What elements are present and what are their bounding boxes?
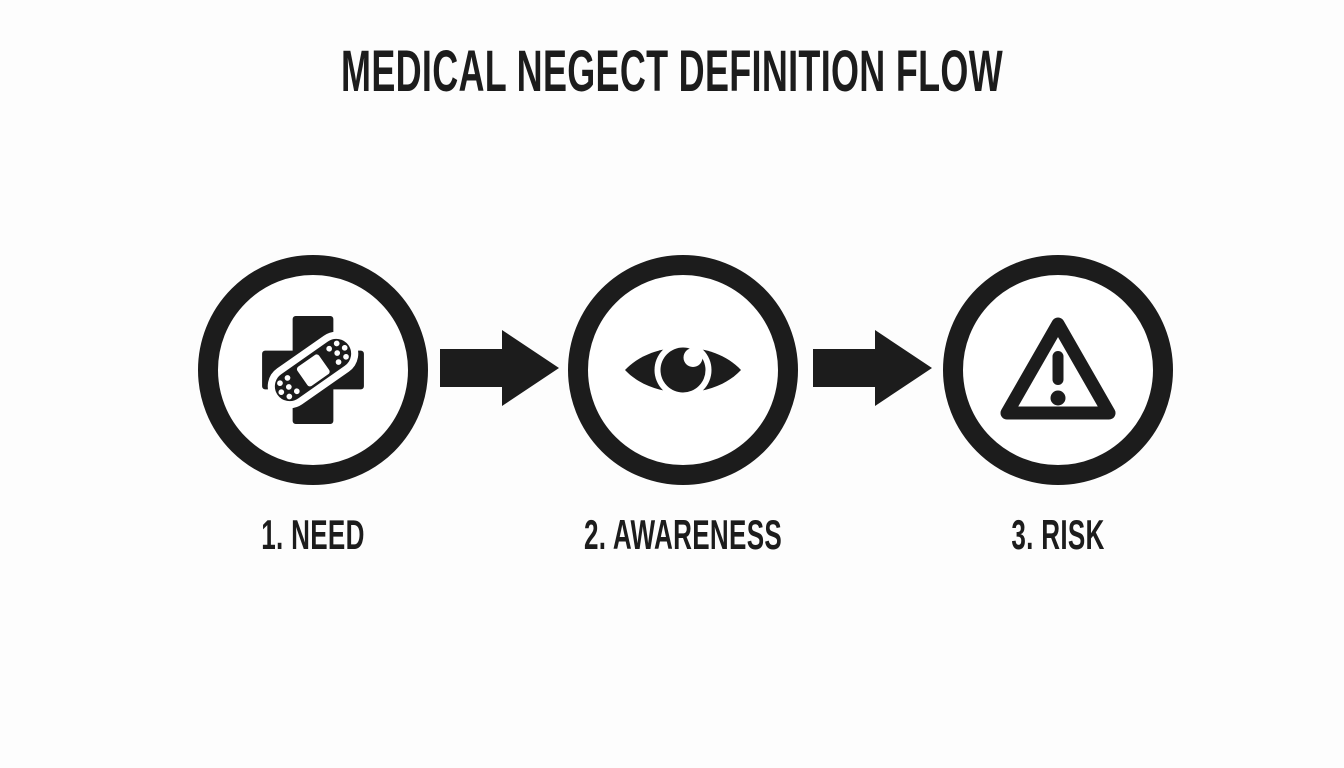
warning-triangle-icon	[1000, 317, 1116, 420]
medical-cross-bandage-icon	[262, 316, 364, 424]
arrow-right-icon	[813, 330, 932, 406]
arrow-right-icon	[440, 330, 559, 406]
step-circle-awareness	[568, 255, 798, 485]
step-label-risk: 3. RISK	[1011, 511, 1105, 558]
step-label-need: 1. NEED	[261, 511, 365, 558]
diagram-title: MEDICAL NEGECT DEFINITION FLOW	[341, 39, 1003, 104]
step-circle-need	[198, 255, 428, 485]
step-label-awareness: 2. AWARENESS	[583, 511, 783, 558]
eye-icon	[625, 341, 741, 399]
step-circle-risk	[943, 255, 1173, 485]
